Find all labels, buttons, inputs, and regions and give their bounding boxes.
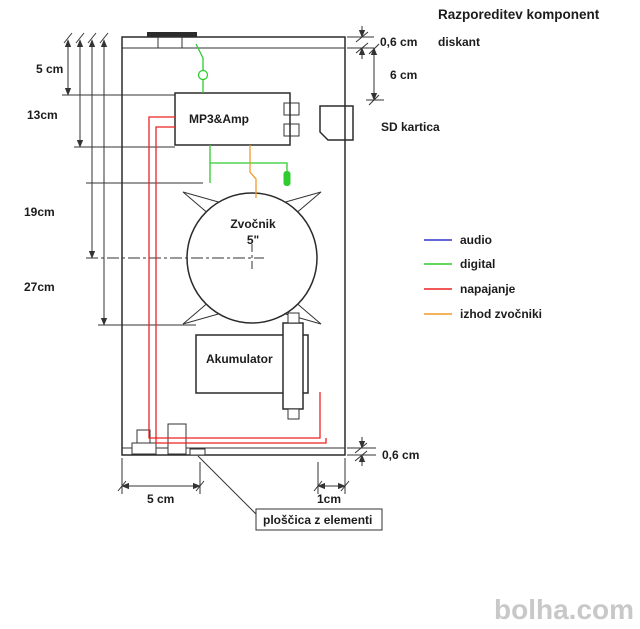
dim-bottom-1cm-label: 1cm (317, 492, 341, 506)
amp-label: MP3&Amp (189, 112, 249, 126)
legend-speaker-out-label: izhod zvočniki (460, 307, 542, 321)
bottom-components (131, 423, 206, 456)
speaker-label: Zvočnik (230, 217, 276, 231)
dimension-bottom-panel: 0,6 cm (347, 437, 419, 466)
tweeter-label: diskant (438, 35, 480, 49)
left-dimensions: 5 cm 13cm 19cm 27cm (24, 32, 203, 326)
sd-card-label: SD kartica (381, 120, 440, 134)
amp-module: MP3&Amp (174, 92, 300, 146)
speaker-out-wire (249, 145, 257, 198)
tweeter (147, 32, 197, 49)
board-callout: ploščica z elementi (197, 455, 383, 531)
legend-audio-label: audio (460, 233, 492, 247)
legend-digital-label: digital (460, 257, 495, 271)
dim-left-27cm: 27cm (24, 280, 55, 294)
dimension-bottom-left: 5 cm (117, 458, 205, 506)
power-wires (148, 116, 327, 444)
dimension-bottom-right: 1cm (313, 458, 350, 506)
legend-power-label: napajanje (460, 282, 516, 296)
dim-left-19cm: 19cm (24, 205, 55, 219)
watermark: bolha.com (494, 594, 634, 625)
digital-wires (195, 43, 288, 183)
dimension-top-panel: 0,6 cm (347, 26, 417, 59)
dim-left-5cm: 5 cm (36, 62, 63, 76)
main-speaker: Zvočnik 5" (86, 191, 322, 325)
dimension-tweeter-offset: 6 cm (366, 43, 417, 106)
led-indicator (283, 171, 291, 186)
battery-label: Akumulator (206, 352, 273, 366)
dim-top-panel-label: 0,6 cm (380, 35, 417, 49)
dim-bottom-5cm-label: 5 cm (147, 492, 174, 506)
terminal-strip (282, 312, 304, 420)
dim-6cm-label: 6 cm (390, 68, 417, 82)
battery: Akumulator (195, 334, 309, 394)
sd-card (319, 105, 354, 141)
dim-left-13cm: 13cm (27, 108, 58, 122)
dim-bottom-panel-label: 0,6 cm (382, 448, 419, 462)
page-title: Razporeditev komponent (438, 7, 600, 22)
legend: audio digital napajanje izhod zvočniki (424, 233, 542, 321)
speaker-size-label: 5" (247, 233, 259, 247)
board-label: ploščica z elementi (263, 513, 372, 527)
